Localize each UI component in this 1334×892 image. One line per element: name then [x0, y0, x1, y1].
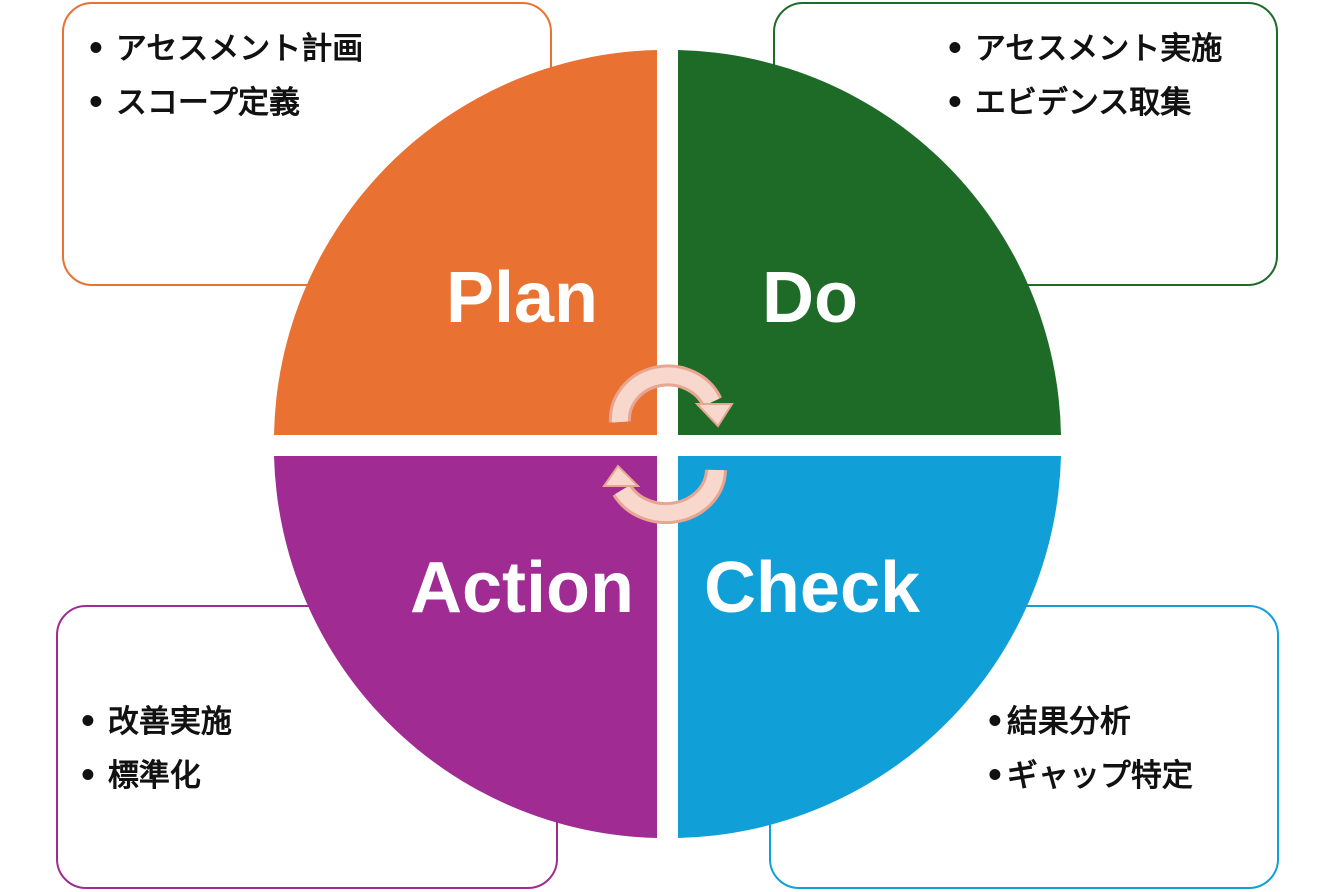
list-item: 改善実施	[78, 695, 232, 749]
plan-quadrant	[274, 50, 657, 435]
check-quadrant	[678, 456, 1061, 838]
do-quadrant	[678, 50, 1061, 435]
action-item-list: 改善実施 標準化	[78, 695, 232, 803]
check-label: Check	[704, 548, 921, 628]
cycle-arrow-top-icon	[608, 364, 734, 428]
action-quadrant	[274, 456, 657, 838]
do-label: Do	[762, 258, 858, 338]
cycle-arrow-bottom-icon	[602, 464, 727, 525]
plan-label: Plan	[446, 258, 598, 338]
list-item: 標準化	[78, 749, 232, 803]
list-item: アセスメント実施	[945, 22, 1222, 76]
list-item: 結果分析	[985, 695, 1193, 749]
list-item: ギャップ特定	[985, 749, 1193, 803]
action-label: Action	[410, 548, 634, 628]
check-item-list: 結果分析 ギャップ特定	[985, 695, 1193, 803]
plan-item-list: アセスメント計画 スコープ定義	[86, 22, 363, 130]
do-item-list: アセスメント実施 エビデンス取集	[945, 22, 1222, 130]
list-item: アセスメント計画	[86, 22, 363, 76]
list-item: スコープ定義	[86, 76, 363, 130]
list-item: エビデンス取集	[945, 76, 1222, 130]
